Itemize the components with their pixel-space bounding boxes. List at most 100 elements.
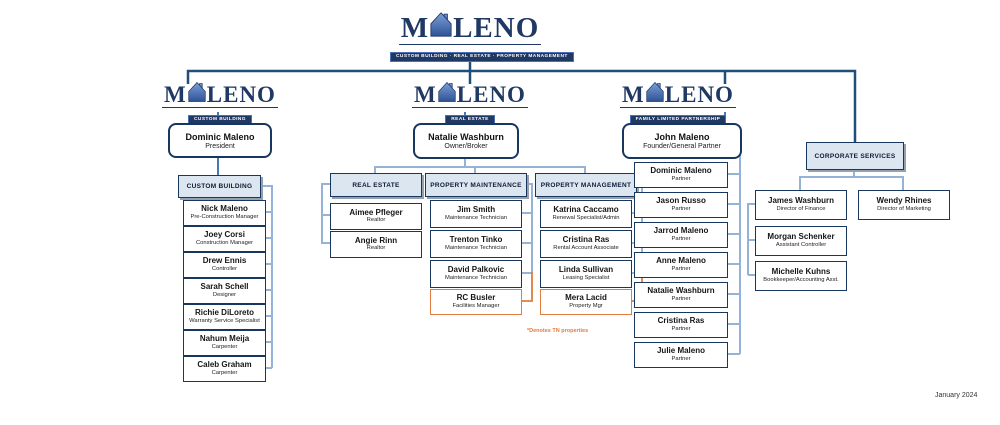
leader-box-john-maleno: John Maleno Founder/General Partner <box>622 123 742 159</box>
person-name: RC Busler <box>456 293 496 303</box>
person-title: Maintenance Technician <box>444 274 508 281</box>
tn-properties-footnote: *Denotes TN properties <box>527 328 589 334</box>
dept-header-label: CUSTOM BUILDING <box>186 183 253 190</box>
person-title: Rental Account Associate <box>553 244 619 251</box>
person-title: Partner <box>671 325 691 332</box>
person-name: Sarah Schell <box>200 282 249 292</box>
person-name: Katrina Caccamo <box>553 205 619 215</box>
person-title: Designer <box>212 291 237 298</box>
dept-header-corporate-services: CORPORATE SERVICES <box>806 142 904 170</box>
person-box-nick-maleno: Nick Maleno Pre-Construction Manager <box>183 200 266 226</box>
person-name: Michelle Kuhns <box>771 267 831 277</box>
person-box-angie-rinn: Angie Rinn Realtor <box>330 231 422 258</box>
person-title: Property Mgr <box>569 302 603 309</box>
person-title: Partner <box>671 355 691 362</box>
person-box-caleb-graham: Caleb Graham Carpenter <box>183 356 266 382</box>
person-title: Owner/Broker <box>444 143 488 150</box>
person-box-james-washburn: James Washburn Director of Finance <box>755 190 847 220</box>
person-title: Realtor <box>366 217 386 224</box>
person-box-jim-smith: Jim Smith Maintenance Technician <box>430 200 522 228</box>
person-name: Trenton Tinko <box>449 235 503 245</box>
team-header-real-estate: REAL ESTATE <box>330 173 422 197</box>
person-box-cristina-ras: Cristina Ras Rental Account Associate <box>540 230 632 258</box>
person-box-trenton-tinko: Trenton Tinko Maintenance Technician <box>430 230 522 258</box>
person-title: Maintenance Technician <box>444 214 508 221</box>
person-name: Natalie Washburn <box>647 286 715 296</box>
dept-header-label: CORPORATE SERVICES <box>814 152 896 160</box>
wordmark-suffix: LENO <box>456 82 526 107</box>
team-header-label: REAL ESTATE <box>352 181 400 189</box>
person-title: Partner <box>671 175 691 182</box>
person-name: Joey Corsi <box>204 230 245 240</box>
team-header-property-management: PROPERTY MANAGEMENT <box>535 173 637 197</box>
date-label: January 2024 <box>935 392 978 399</box>
house-icon <box>188 81 206 102</box>
house-icon <box>646 81 664 102</box>
person-name: Angie Rinn <box>354 235 398 245</box>
person-name: Richie DiLoreto <box>194 308 255 318</box>
person-name: Drew Ennis <box>202 256 247 266</box>
person-name: Morgan Schenker <box>767 232 835 242</box>
person-box-mera-lacid: Mera Lacid Property Mgr <box>540 289 632 315</box>
person-box-joey-corsi: Joey Corsi Construction Manager <box>183 226 266 252</box>
person-box-morgan-schenker: Morgan Schenker Assistant Controller <box>755 226 847 256</box>
person-box-partner-dominic-maleno: Dominic Maleno Partner <box>634 162 728 188</box>
wordmark-prefix: M <box>164 82 187 107</box>
person-name: Dominic Maleno <box>650 166 712 176</box>
person-box-aimee-pfleger: Aimee Pfleger Realtor <box>330 203 422 230</box>
person-box-nahum-meija: Nahum Meija Carpenter <box>183 330 266 356</box>
person-box-michelle-kuhns: Michelle Kuhns Bookkeeper/Accounting Ass… <box>755 261 847 291</box>
leader-box-natalie-washburn: Natalie Washburn Owner/Broker <box>413 123 519 159</box>
person-name: Mera Lacid <box>565 293 607 303</box>
person-name: Julie Maleno <box>656 346 705 356</box>
person-title: Assistant Controller <box>775 241 827 248</box>
person-name: Linda Sullivan <box>558 265 614 275</box>
person-name: Caleb Graham <box>197 360 252 370</box>
person-title: Bookkeeper/Accounting Asst. <box>763 276 839 283</box>
person-name: Natalie Washburn <box>428 132 504 142</box>
team-header-label: PROPERTY MAINTENANCE <box>430 181 522 189</box>
person-box-partner-cristina-ras: Cristina Ras Partner <box>634 312 728 338</box>
person-box-richie-diloreto: Richie DiLoreto Warranty Service Special… <box>183 304 266 330</box>
person-name: Dominic Maleno <box>185 131 255 142</box>
person-title: Construction Manager <box>195 239 254 246</box>
person-box-katrina-caccamo: Katrina Caccamo Renewal Specialist/Admin <box>540 200 632 228</box>
person-title: Partner <box>671 295 691 302</box>
wordmark-suffix: LENO <box>664 82 734 107</box>
team-header-label: PROPERTY MANAGEMENT <box>540 181 632 189</box>
person-name: Cristina Ras <box>562 235 610 245</box>
wordmark-suffix: LENO <box>453 12 540 44</box>
person-box-drew-ennis: Drew Ennis Controller <box>183 252 266 278</box>
person-name: Anne Maleno <box>656 256 706 266</box>
person-name: David Palkovic <box>447 265 505 275</box>
person-name: Nahum Meija <box>199 334 250 344</box>
maleno-wordmark: M LENO <box>412 81 528 108</box>
person-name: Jim Smith <box>456 205 496 215</box>
person-box-partner-jason-russo: Jason Russo Partner <box>634 192 728 218</box>
person-title: Founder/General Partner <box>643 143 721 150</box>
person-box-partner-julie-maleno: Julie Maleno Partner <box>634 342 728 368</box>
person-box-partner-natalie-washburn: Natalie Washburn Partner <box>634 282 728 308</box>
person-box-sarah-schell: Sarah Schell Designer <box>183 278 266 304</box>
person-title: Partner <box>671 205 691 212</box>
person-title: Carpenter <box>211 369 238 376</box>
person-title: Partner <box>671 235 691 242</box>
person-box-linda-sullivan: Linda Sullivan Leasing Specialist <box>540 260 632 288</box>
person-name: Jason Russo <box>656 196 706 206</box>
leader-box-dominic-maleno: Dominic Maleno President <box>168 123 272 158</box>
person-title: Realtor <box>366 245 386 252</box>
wordmark-prefix: M <box>414 82 437 107</box>
person-name: Nick Maleno <box>201 204 248 214</box>
person-title: Facilities Manager <box>452 302 500 309</box>
person-title: Partner <box>671 265 691 272</box>
person-title: Carpenter <box>211 343 238 350</box>
person-title: Maintenance Technician <box>444 244 508 251</box>
dept-header-custom-building: CUSTOM BUILDING <box>178 175 261 198</box>
